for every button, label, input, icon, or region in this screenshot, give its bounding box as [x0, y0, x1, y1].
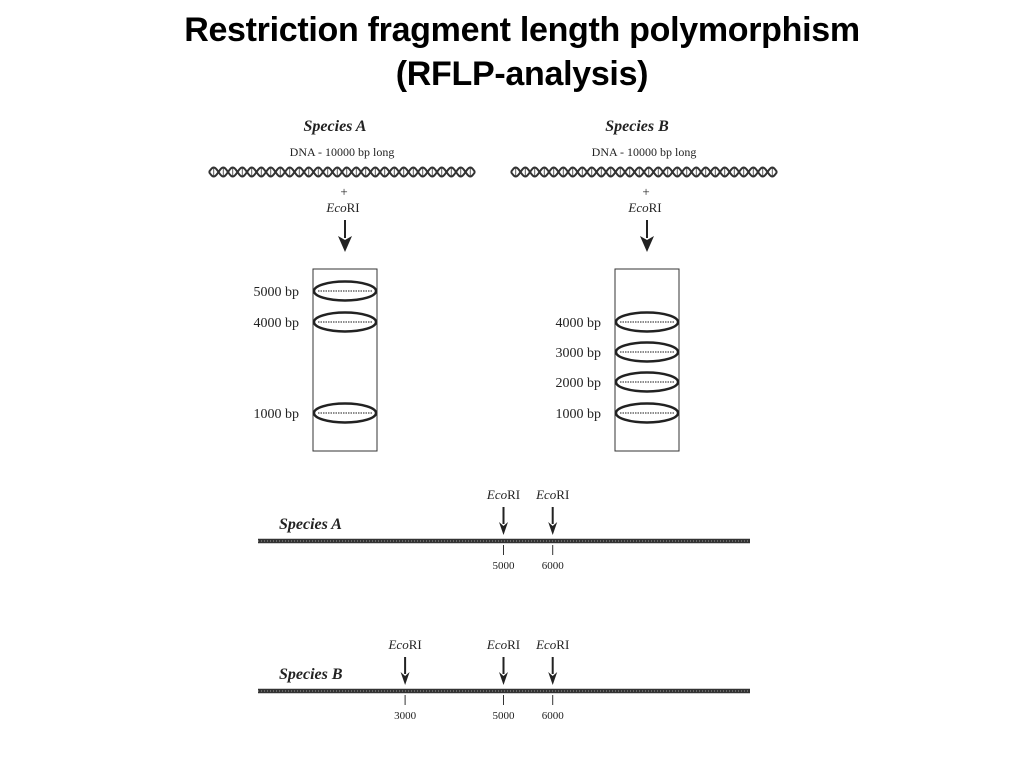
- map-species-label: Species A: [279, 516, 342, 533]
- slide-title: Restriction fragment length polymorphism…: [0, 8, 1024, 96]
- position-label: 5000: [493, 710, 516, 722]
- gel-band: [614, 402, 680, 424]
- map-species-label: Species B: [279, 666, 343, 683]
- band-size-label: 4000 bp: [254, 316, 300, 331]
- digest-arrow: [338, 220, 352, 252]
- cut-site-arrow: [499, 657, 508, 685]
- gel-band: [614, 371, 680, 393]
- band-size-label: 3000 bp: [556, 346, 602, 361]
- cut-site-arrow: [548, 507, 558, 535]
- band-size-label: 2000 bp: [556, 376, 602, 391]
- title-line-2: (RFLP-analysis): [395, 55, 649, 93]
- dna-helix: [510, 166, 778, 178]
- cut-site-arrow: [499, 507, 508, 535]
- title-line-1: Restriction fragment length polymorphism: [184, 11, 860, 49]
- species-heading: Species A: [304, 118, 367, 135]
- plus-sign: +: [340, 184, 347, 199]
- gel-panel-b: Species B DNA - 10000 bp long +4000 bp 3000…: [556, 118, 697, 452]
- digest-arrow: [640, 220, 654, 252]
- position-label: 6000: [542, 710, 565, 722]
- site-enzyme-label: EcoRI: [535, 637, 569, 652]
- position-label: 6000: [542, 560, 565, 572]
- cut-site-arrow: [548, 657, 558, 685]
- dna-helix: [208, 166, 476, 178]
- gel-lane: [312, 268, 378, 452]
- gel-lane: [614, 268, 680, 452]
- band-size-label: 1000 bp: [556, 407, 602, 422]
- restriction-map-a: Species A 5000 6000: [258, 516, 750, 572]
- enzyme-label: EcoRI: [627, 200, 661, 215]
- plus-sign: +: [642, 184, 649, 199]
- position-label: 3000: [394, 710, 417, 722]
- gel-band: [614, 341, 680, 363]
- gel-band: [312, 280, 378, 302]
- gel-band: [312, 311, 378, 333]
- dna-length-label: DNA - 10000 bp long: [592, 145, 697, 159]
- band-size-label: 4000 bp: [556, 316, 602, 331]
- restriction-map-b: Species B 3000 5000 6000: [258, 666, 750, 722]
- gel-panel-a: Species A DNA - 10000 bp long +5000 bp 4000…: [254, 118, 395, 452]
- cut-site-arrow: [400, 657, 410, 685]
- dna-length-label: DNA - 10000 bp long: [290, 145, 395, 159]
- site-enzyme-label: EcoRI: [486, 487, 520, 502]
- band-size-label: 1000 bp: [254, 407, 300, 422]
- site-enzyme-label: EcoRI: [387, 637, 421, 652]
- band-size-label: 5000 bp: [254, 285, 300, 300]
- gel-band: [312, 402, 378, 424]
- species-heading: Species B: [605, 118, 669, 135]
- position-label: 5000: [493, 560, 516, 572]
- site-enzyme-label: EcoRI: [535, 487, 569, 502]
- enzyme-label: EcoRI: [325, 200, 359, 215]
- site-enzyme-label: EcoRI: [486, 637, 520, 652]
- gel-band: [614, 311, 680, 333]
